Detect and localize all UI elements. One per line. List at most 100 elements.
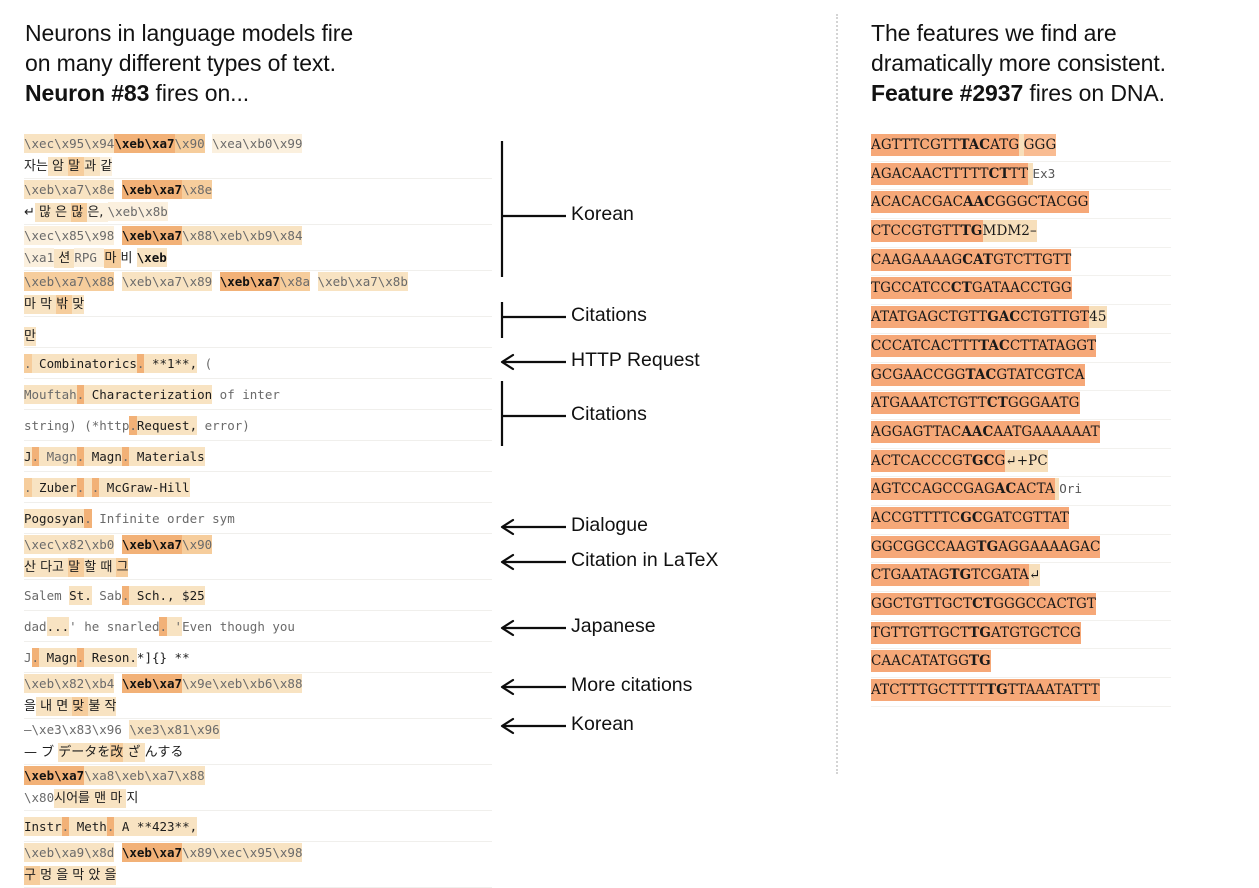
dna-segment: ATGAAATCTGTT — [871, 392, 987, 415]
token: ブ — [41, 745, 59, 760]
token: . — [136, 354, 145, 373]
dna-row: CAAGAAAAGCATGTCTTGTT — [871, 248, 1171, 277]
token: St. — [69, 586, 92, 605]
token: Request, — [136, 416, 198, 435]
dna-motif: GAC — [987, 306, 1021, 329]
token: \xeb — [136, 248, 167, 267]
dna-row: GCGAACCGGTACGTATCGTCA — [871, 363, 1171, 392]
token — [114, 843, 122, 862]
token: 자는 — [24, 159, 48, 174]
token: . — [31, 447, 40, 466]
token: 많 — [71, 203, 88, 222]
token: \xeb\xa7 — [24, 766, 85, 785]
dna-segment: 45 — [1089, 306, 1107, 329]
row-text-line: string) (*http.Request, error) — [24, 416, 492, 435]
dna-motif: TG — [969, 650, 991, 673]
token: RPG — [74, 248, 105, 267]
token: 을 — [56, 866, 73, 885]
activation-row: \xec\x85\x98 \xeb\xa7\x88\xeb\xb9\x84\xa… — [24, 225, 492, 271]
token: 암 — [47, 157, 69, 176]
activation-row: Pogosyan. Infinite order sym — [24, 503, 492, 534]
right-heading-bold: Feature #2937 — [871, 80, 1024, 106]
token: データを — [58, 743, 111, 762]
token: \xeb\xa7\x8b — [317, 272, 408, 291]
dna-segment: MDM2– — [982, 220, 1037, 243]
token: 멍 — [40, 866, 57, 885]
dna-row: ATATGAGCTGTTGACCTGTTGT45 — [871, 305, 1171, 334]
token: . — [159, 617, 167, 636]
activation-row: . Combinatorics. **1**, ( — [24, 348, 492, 379]
row-glyph-line: 자는 암 말 과 같 — [24, 155, 492, 176]
row-glyph-line: 구 멍 을 막 았 을 — [24, 864, 492, 885]
activation-row: \xeb\xa7\x8e \xeb\xa7\x8e ↵ 많 은 많 은, \xeb… — [24, 179, 492, 225]
dna-segment: ACACACGAC — [871, 191, 963, 214]
dna-motif: TAC — [979, 334, 1010, 357]
dna-sequence: AGTTTCGTTTACATG GGG — [871, 134, 1057, 156]
feature-activation-list: AGTTTCGTTTACATG GGG AGACAACTTTTTCTTT Ex3… — [871, 133, 1171, 707]
row-bytes-line: \xec\x95\x94\xeb\xa7\x90 \xea\xb0\x99 — [24, 134, 492, 153]
token: 마 — [24, 295, 41, 314]
dna-sequence: CCCATCACTTTTACCTTATAGGT — [871, 334, 1097, 357]
row-glyph-line: — ブ データを改 ざ んする — [24, 741, 492, 762]
annotation-label-citations: Citations — [571, 403, 647, 425]
dna-sequence: CAAGAAAAGCATGTCTTGTT — [871, 248, 1072, 271]
token: \xeb\xa7 — [121, 535, 183, 554]
token: J — [24, 447, 32, 466]
token: \xeb\xa7\x89 — [121, 272, 213, 291]
token: \x90 — [174, 134, 205, 153]
neuron-activation-list: \xec\x95\x94\xeb\xa7\x90 \xea\xb0\x99 자는 … — [24, 133, 492, 888]
token: 내 — [35, 697, 57, 716]
dna-motif: TG — [976, 535, 999, 558]
dna-row: CTGAATAGTGTCGATA↵ — [871, 563, 1171, 592]
token: 은, — [87, 203, 108, 222]
dna-sequence: ACTCACCCGTGCG↵+PC — [871, 449, 1048, 472]
token: 산 — [24, 558, 41, 577]
token: **1**, — [144, 354, 198, 373]
row-bytes-line: \xeb\x82\xb4 \xeb\xa7\x9e\xeb\xb6\x88 — [24, 674, 492, 693]
row-text-line: J. Magn. Reson.*]{} ** — [24, 648, 492, 667]
dna-segment: GTCTTGTT — [993, 248, 1072, 271]
dna-sequence: ACACACGACAACGGGCTACGG — [871, 191, 1089, 214]
row-text-line: Salem St. Sab. Sch., $25 — [24, 586, 492, 605]
token: ' he snarled — [69, 619, 160, 634]
dna-segment: TCGATA — [971, 564, 1030, 587]
dna-segment: GATCGTTAT — [982, 506, 1070, 529]
dna-motif: TG — [960, 220, 983, 243]
dna-row: CTCCGTGTTTGMDM2– — [871, 219, 1171, 248]
dna-segment: ATATGAGCTGTT — [871, 306, 988, 329]
activation-row: 만 — [24, 317, 492, 348]
token: \xeb\xa7\x88 — [24, 272, 115, 291]
dna-segment: TGTTGTTGCT — [871, 621, 970, 644]
row-bytes-line: \xeb\xa9\x8d \xeb\xa7\x89\xec\x95\x98 — [24, 843, 492, 862]
row-bytes-line: \xeb\xa7\x8e \xeb\xa7\x8e — [24, 180, 492, 199]
dna-motif: CT — [986, 392, 1008, 415]
token — [84, 478, 92, 497]
row-text-line: . Combinatorics. **1**, ( — [24, 354, 492, 373]
token: \xe3\x81\x96 — [129, 720, 220, 739]
token: Reson. — [84, 648, 137, 667]
token: \xeb\x82\xb4 — [24, 674, 115, 693]
token: . — [76, 478, 85, 497]
token: \xea\xb0\x99 — [212, 134, 303, 153]
token: . — [31, 648, 40, 667]
token: \x9e\xeb\xb6\x88 — [182, 674, 303, 693]
token — [310, 272, 318, 291]
dna-sequence: TGCCATCCCTGATAACCTGG — [871, 277, 1072, 300]
dna-segment: TT — [1009, 162, 1029, 185]
token: \xeb\xa7 — [121, 180, 183, 199]
token: 을 — [104, 866, 117, 885]
dna-row: CAACATATGGTG — [871, 649, 1171, 679]
row-glyph-line: ↵ 많 은 많 은, \xeb\x8b — [24, 201, 492, 222]
dna-motif: TG — [969, 621, 991, 644]
token: Magn — [84, 447, 122, 466]
token: 을 — [24, 699, 36, 714]
activation-row: . Zuber. . McGraw-Hill — [24, 472, 492, 503]
token: 같 — [100, 157, 113, 176]
dna-row: ATGAAATCTGTTCTGGGAATG — [871, 391, 1171, 420]
dna-segment: CTGTTGT — [1020, 306, 1090, 329]
dna-sequence: CTCCGTGTTTGMDM2– — [871, 220, 1037, 243]
activation-row: string) (*http.Request, error) — [24, 410, 492, 441]
token: error) — [197, 418, 250, 433]
dna-sequence: ATCTTTGCTTTTTGTTAAATATTT — [871, 679, 1100, 702]
token: 맨 — [90, 789, 111, 808]
